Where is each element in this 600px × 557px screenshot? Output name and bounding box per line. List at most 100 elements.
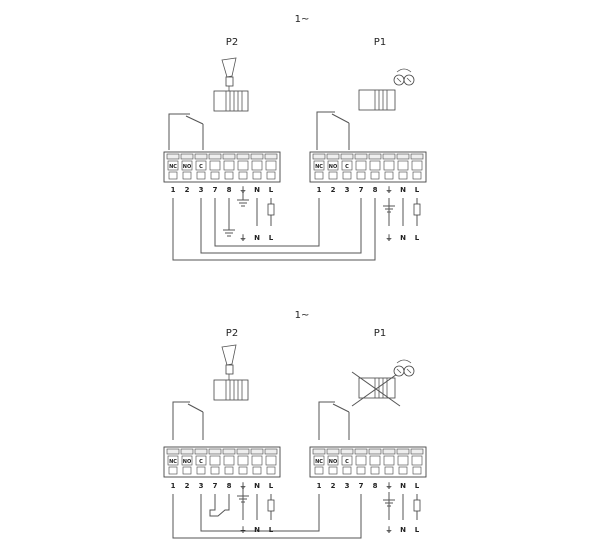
terminal-number: 1 (171, 482, 176, 490)
terminal-number: 8 (227, 186, 232, 194)
terminal-box (223, 455, 235, 466)
terminal-clamp (182, 171, 192, 180)
pump-label-p2: P2 (226, 37, 238, 48)
terminal-screw (396, 153, 410, 160)
terminal-screw (250, 153, 264, 160)
terminal-number: 8 (373, 186, 378, 194)
terminal-clamp (252, 171, 262, 180)
terminal-clamp (266, 171, 276, 180)
terminal-box (383, 160, 395, 171)
terminal-number: ⏚ (240, 482, 247, 490)
terminal-box (397, 455, 409, 466)
terminal-clamp (384, 171, 394, 180)
supply-label: N (400, 526, 406, 534)
supply-label: L (269, 234, 274, 242)
terminal-number: 1 (317, 186, 322, 194)
terminal-clamp (168, 171, 178, 180)
terminal-box-label: NO (329, 164, 337, 170)
terminal-box (313, 455, 325, 466)
terminal-clamp (398, 466, 408, 475)
terminal-number: 3 (199, 482, 204, 490)
terminal-box (237, 160, 249, 171)
terminal-box-label: NC (315, 164, 323, 170)
terminal-box (397, 160, 409, 171)
terminal-clamp (314, 171, 324, 180)
contact-right (316, 111, 335, 150)
terminal-box-label: NC (169, 459, 177, 465)
terminal-clamp (412, 466, 422, 475)
pump-label-p2: P2 (226, 328, 238, 339)
terminal-screw (368, 448, 382, 455)
pump-label-p1: P1 (374, 37, 386, 48)
terminal-screw (396, 448, 410, 455)
terminal-screw (194, 448, 208, 455)
terminal-box (369, 160, 381, 171)
terminal-screw (340, 153, 354, 160)
terminal-screw (312, 153, 326, 160)
terminal-box (167, 160, 179, 171)
terminal-numbers-right: 1 2 3 7 8 ⏚ N L (317, 482, 420, 490)
terminal-clamp (252, 466, 262, 475)
terminal-number: 2 (331, 186, 336, 194)
float-switch-icon (213, 57, 249, 112)
terminal-screw (264, 153, 278, 160)
terminal-number: ⏚ (386, 482, 393, 490)
ground-icon (223, 222, 235, 237)
float-switch-icon (213, 344, 249, 401)
supply-label: N (254, 526, 260, 534)
terminal-screw (208, 153, 222, 160)
terminal-number: L (415, 186, 420, 194)
terminal-number: 1 (317, 482, 322, 490)
terminal-screw (166, 153, 180, 160)
wiring-bottom (172, 494, 418, 539)
terminal-number: 2 (185, 482, 190, 490)
terminal-number: ⏚ (240, 186, 247, 194)
terminal-box-label: NC (315, 459, 323, 465)
terminal-number: 3 (345, 482, 350, 490)
terminal-screw (354, 153, 368, 160)
terminal-number: 8 (227, 482, 232, 490)
terminal-clamp (182, 466, 192, 475)
ground-icon (237, 192, 249, 207)
terminal-box (341, 455, 353, 466)
terminal-box (341, 160, 353, 171)
supply-label: L (269, 526, 274, 534)
terminal-number: 2 (331, 482, 336, 490)
terminal-box (209, 455, 221, 466)
terminal-screw (264, 448, 278, 455)
terminal-clamp (210, 466, 220, 475)
terminal-box-label: NO (183, 459, 191, 465)
terminal-box (411, 160, 423, 171)
terminal-box-label: C (345, 164, 349, 170)
terminal-number: 1 (171, 186, 176, 194)
terminal-box (383, 455, 395, 466)
ground-icon (237, 488, 249, 503)
diagram-title: 1~ (295, 310, 310, 321)
terminal-screw (354, 448, 368, 455)
terminal-box (223, 160, 235, 171)
terminal-screw (410, 448, 424, 455)
terminal-box (355, 160, 367, 171)
terminal-clamp (328, 171, 338, 180)
terminal-clamp (328, 466, 338, 475)
terminal-clamp (238, 171, 248, 180)
terminal-box (209, 160, 221, 171)
supply-label: ⏚ (240, 234, 247, 242)
terminal-box-label: C (199, 459, 203, 465)
terminal-screw (368, 153, 382, 160)
pressure-switch-icon (358, 68, 415, 111)
terminal-screw (236, 448, 250, 455)
terminal-screw (222, 448, 236, 455)
terminal-number: 7 (359, 186, 364, 194)
terminal-screw (180, 448, 194, 455)
terminal-number: 7 (213, 482, 218, 490)
terminal-box (251, 160, 263, 171)
terminal-clamp (238, 466, 248, 475)
terminal-number: 7 (359, 482, 364, 490)
terminal-box (251, 455, 263, 466)
supply-label: N (254, 234, 260, 242)
terminal-number: N (254, 186, 260, 194)
